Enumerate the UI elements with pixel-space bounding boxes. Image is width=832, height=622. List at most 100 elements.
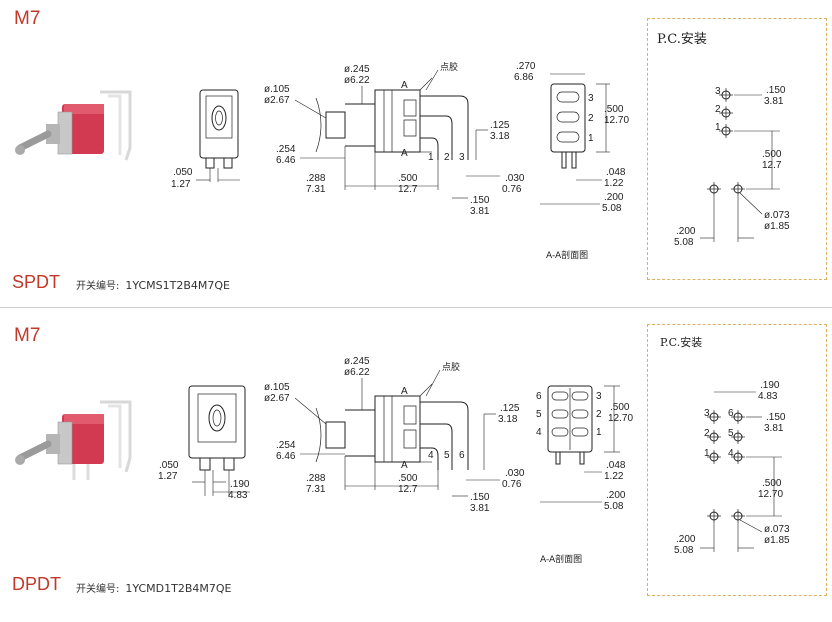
part-number: 1YCMD1T2B4M7QE [125, 582, 232, 595]
svg-text:6.46: 6.46 [276, 451, 296, 462]
dpdt-drawing: .050 1.27 .190 4.83 A A 点胶 4 5 6 ø.245 [15, 356, 790, 565]
svg-text:4.83: 4.83 [758, 391, 778, 402]
svg-text:3.81: 3.81 [764, 423, 784, 434]
svg-text:6.46: 6.46 [276, 155, 296, 166]
svg-text:1: 1 [588, 133, 594, 144]
svg-text:.150: .150 [766, 85, 786, 96]
svg-text:12.7: 12.7 [398, 184, 418, 195]
svg-text:.200: .200 [606, 490, 626, 501]
svg-text:ø1.85: ø1.85 [764, 535, 790, 546]
svg-text:.500: .500 [604, 104, 624, 115]
section-view: .270 6.86 3 2 1 .500 12.70 .048 1.22 .20… [514, 61, 629, 261]
pc-title: P.C.安装 [660, 336, 703, 349]
svg-text:5.08: 5.08 [674, 237, 694, 248]
pc-frame [647, 18, 827, 280]
svg-text:2: 2 [596, 409, 602, 420]
svg-text:5.08: 5.08 [674, 545, 694, 556]
front-view: .050 1.27 .190 4.83 [158, 385, 250, 501]
svg-text:A-A剖面图: A-A剖面图 [540, 553, 582, 565]
toggle-switch-photo-icon [15, 90, 132, 161]
svg-text:A: A [401, 148, 408, 159]
svg-text:.150: .150 [766, 412, 786, 423]
svg-text:ø1.85: ø1.85 [764, 221, 790, 232]
svg-text:6: 6 [536, 391, 542, 402]
pc-layout: 3 2 1 .150 3.81 .500 12.7 .200 5.08 ø.07… [674, 85, 790, 248]
svg-text:.500: .500 [398, 173, 418, 184]
svg-text:.500: .500 [762, 478, 782, 489]
svg-text:ø.245: ø.245 [344, 64, 370, 75]
section-view: 6 5 4 3 2 1 .500 12.70 .048 1.22 .200 5.… [536, 385, 633, 565]
svg-text:1.22: 1.22 [604, 471, 624, 482]
svg-text:A-A剖面图: A-A剖面图 [546, 249, 588, 261]
svg-text:5: 5 [444, 450, 450, 461]
part-number-label: 开关编号: [76, 281, 120, 292]
svg-text:ø.073: ø.073 [764, 524, 790, 535]
svg-text:.288: .288 [306, 173, 326, 184]
part-number-line: 开关编号: 1YCMS1T2B4M7QE [76, 277, 230, 292]
svg-text:.125: .125 [490, 120, 510, 131]
svg-text:A: A [401, 80, 408, 91]
svg-text:1.22: 1.22 [604, 178, 624, 189]
svg-text:12.70: 12.70 [608, 413, 633, 424]
svg-text:5.08: 5.08 [602, 203, 622, 214]
front-view: .050 1.27 [171, 89, 240, 190]
svg-text:6.86: 6.86 [514, 72, 534, 83]
svg-text:.050: .050 [173, 167, 193, 178]
toggle-switch-photo-icon [15, 400, 132, 480]
svg-text:ø2.67: ø2.67 [264, 393, 290, 404]
svg-text:.200: .200 [604, 192, 624, 203]
svg-text:ø.245: ø.245 [344, 356, 370, 367]
svg-text:ø2.67: ø2.67 [264, 95, 290, 106]
side-view: A A 点胶 4 5 6 ø.245 ø6.22 ø.105 ø2.67 .25… [264, 356, 525, 514]
svg-text:12.7: 12.7 [398, 484, 418, 495]
svg-text:2: 2 [588, 113, 594, 124]
svg-text:.200: .200 [676, 226, 696, 237]
switch-type: SPDT [12, 272, 61, 292]
svg-text:0.76: 0.76 [502, 184, 522, 195]
svg-text:1.27: 1.27 [171, 179, 191, 190]
model-title: M7 [14, 325, 41, 346]
svg-text:点胶: 点胶 [440, 61, 458, 73]
svg-text:.270: .270 [516, 61, 536, 72]
svg-text:.190: .190 [760, 380, 780, 391]
section-divider [0, 307, 832, 308]
svg-text:3.81: 3.81 [470, 503, 490, 514]
part-number: 1YCMS1T2B4M7QE [125, 279, 231, 292]
svg-text:.254: .254 [276, 144, 296, 155]
svg-text:7.31: 7.31 [306, 484, 326, 495]
svg-text:12.70: 12.70 [758, 489, 783, 500]
svg-text:.125: .125 [500, 403, 520, 414]
svg-text:3.18: 3.18 [490, 131, 510, 142]
svg-text:.150: .150 [470, 195, 490, 206]
svg-text:12.70: 12.70 [604, 115, 629, 126]
svg-text:1: 1 [704, 448, 710, 459]
svg-text:3: 3 [588, 93, 594, 104]
svg-text:2: 2 [715, 104, 721, 115]
svg-text:ø.105: ø.105 [264, 382, 290, 393]
pc-frame [647, 324, 827, 596]
svg-text:2: 2 [704, 428, 710, 439]
svg-text:4: 4 [728, 448, 734, 459]
svg-text:A: A [401, 386, 408, 397]
svg-text:ø.105: ø.105 [264, 84, 290, 95]
svg-text:4.83: 4.83 [228, 490, 248, 501]
svg-text:3: 3 [704, 408, 710, 419]
svg-text:点胶: 点胶 [442, 361, 460, 373]
svg-text:5.08: 5.08 [604, 501, 624, 512]
svg-text:1: 1 [596, 427, 602, 438]
pc-title: P.C.安装 [657, 32, 707, 47]
side-view: A A 点胶 1 2 3 ø.245 ø6.22 ø.105 ø2.67 .25… [264, 61, 525, 217]
svg-text:3: 3 [715, 86, 721, 97]
svg-text:.150: .150 [470, 492, 490, 503]
svg-text:.048: .048 [606, 167, 626, 178]
svg-text:3: 3 [596, 391, 602, 402]
pc-layout: .190 4.83 3 2 1 6 5 4 .150 3.81 .500 12.… [674, 380, 790, 556]
svg-text:ø.073: ø.073 [764, 210, 790, 221]
svg-text:7.31: 7.31 [306, 184, 326, 195]
model-title: M7 [14, 8, 41, 29]
svg-text:.288: .288 [306, 473, 326, 484]
svg-text:.050: .050 [159, 460, 179, 471]
svg-text:ø6.22: ø6.22 [344, 367, 370, 378]
part-number-label: 开关编号: [76, 584, 120, 595]
switch-type: DPDT [12, 574, 61, 594]
